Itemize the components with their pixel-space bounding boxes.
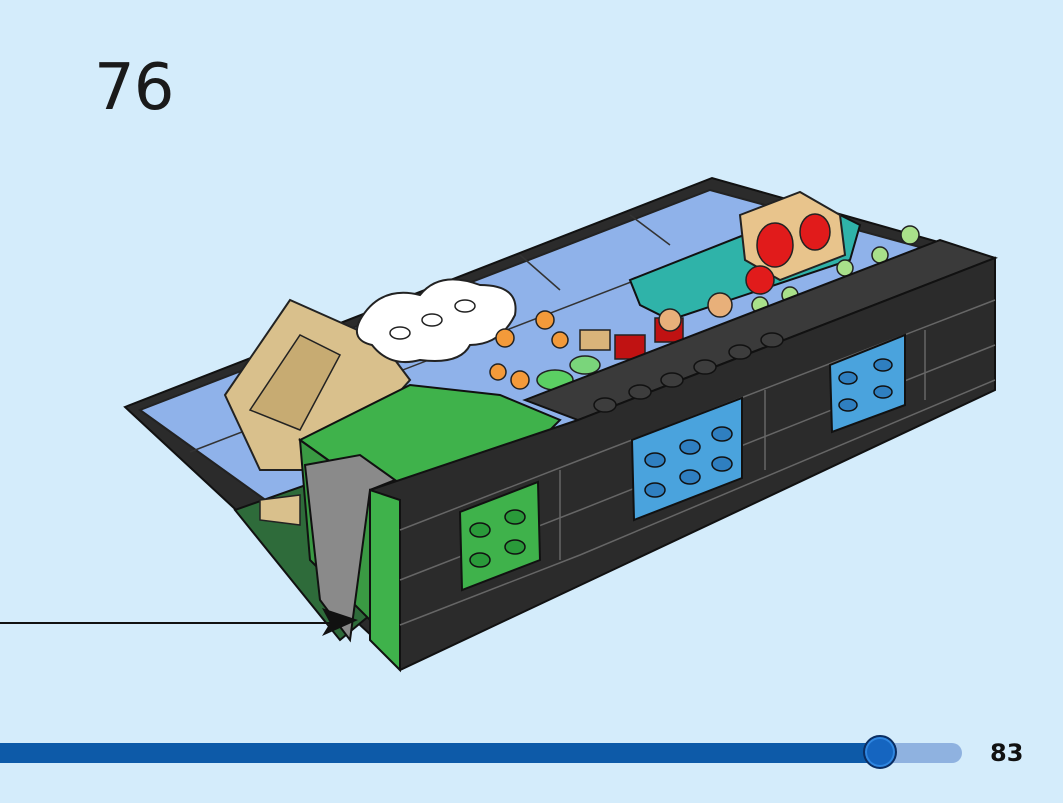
step-number: 76 — [94, 51, 174, 125]
page-number: 83 — [990, 739, 1024, 767]
progress-knob — [863, 735, 897, 769]
red-cylinders — [614, 213, 831, 360]
green-leaves — [536, 355, 601, 391]
progress-bar — [0, 743, 962, 763]
arrow-head-icon — [322, 608, 358, 636]
tan-pieces — [579, 292, 733, 351]
progress-fill — [0, 743, 880, 763]
wall-studs — [593, 332, 784, 413]
orange-flowers — [489, 310, 569, 390]
